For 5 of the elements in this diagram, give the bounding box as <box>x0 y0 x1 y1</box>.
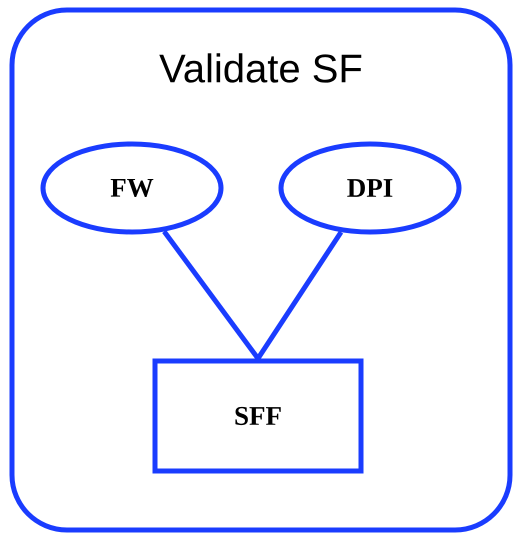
ellipse-node: FW <box>40 142 224 234</box>
ellipse-node: DPI <box>278 142 462 234</box>
process-box: SFF <box>152 358 364 474</box>
connector-line <box>162 230 260 360</box>
connector-line <box>256 230 344 360</box>
